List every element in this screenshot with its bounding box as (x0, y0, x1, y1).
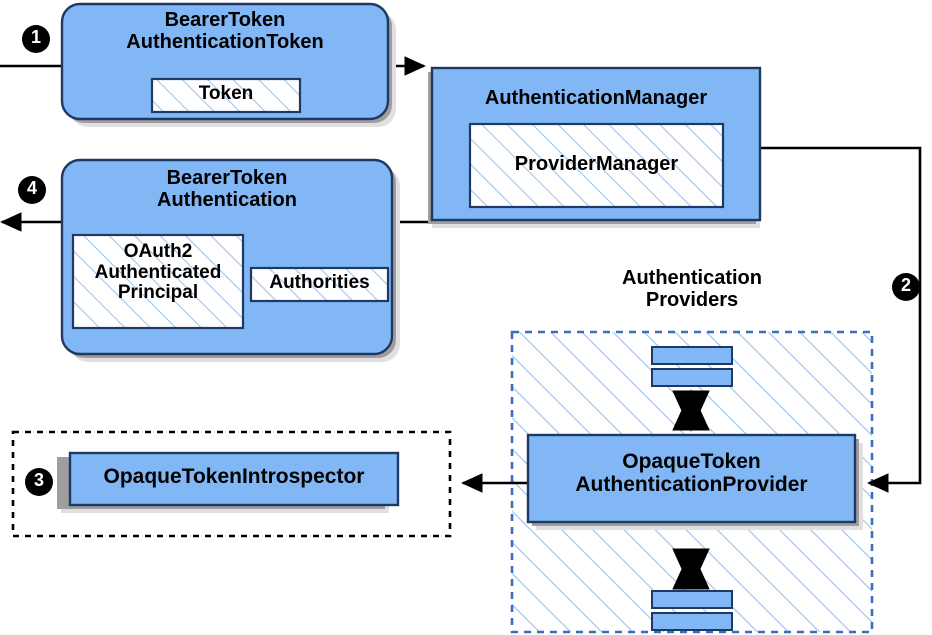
node-opaque-token-introspector[interactable] (57, 451, 400, 513)
node-bearer-token-authentication[interactable] (60, 158, 400, 362)
node-authentication-manager[interactable] (428, 66, 762, 228)
connector-manager-to-provider (760, 146, 922, 493)
provider-stub-bottom (651, 590, 733, 631)
child-authorities-box (249, 266, 390, 303)
node-bearer-token-authentication-token[interactable] (60, 2, 396, 127)
badge-step-1 (22, 25, 50, 53)
child-oauth2-authenticated-principal-box (71, 233, 245, 330)
node-opaque-token-authentication-provider[interactable] (526, 433, 863, 530)
child-token-box (150, 77, 302, 114)
child-provider-manager-box (468, 122, 725, 209)
badge-step-3 (25, 468, 53, 496)
badge-step-4 (18, 176, 46, 204)
badge-step-2 (892, 273, 920, 301)
provider-stub-top (651, 346, 733, 387)
